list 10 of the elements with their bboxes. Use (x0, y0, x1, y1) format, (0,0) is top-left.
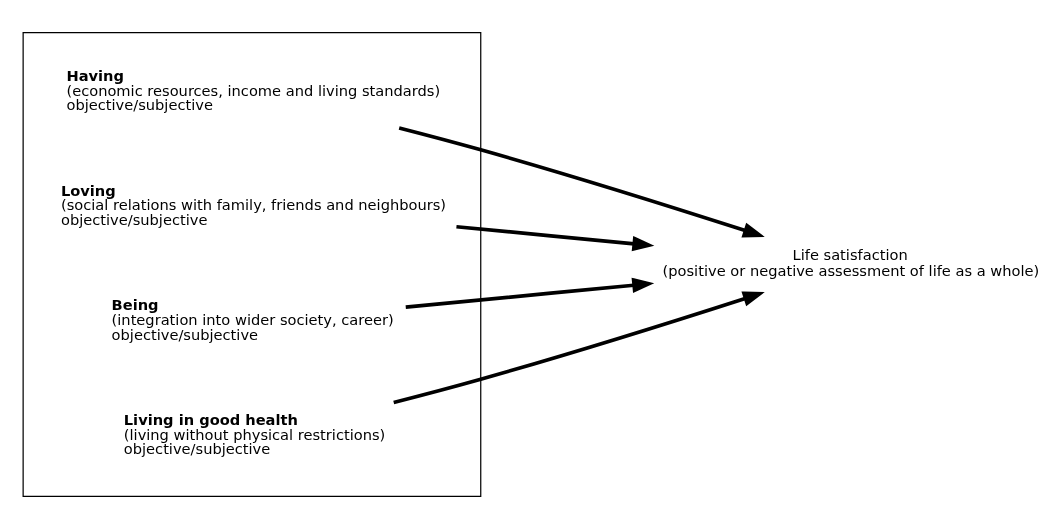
node-text: Being (integration into wider society, career) objective/subjective (111, 295, 394, 343)
cluster (22, 31, 482, 497)
arrow (393, 291, 765, 404)
node-text: Loving (social relations with family, friends and neighbours) objective/subjective (60, 181, 447, 228)
node-text: Having (economic resources, income and living standards) objective/subjective (66, 66, 441, 113)
arrow (456, 224, 655, 251)
arrow (405, 277, 655, 309)
node-text: Living in good health (living without physical restrictions) objective/subjective (123, 410, 386, 457)
arrow (398, 125, 765, 237)
node-text: Life satisfaction (positive or negative assessment of life as a whole) (662, 245, 1040, 279)
